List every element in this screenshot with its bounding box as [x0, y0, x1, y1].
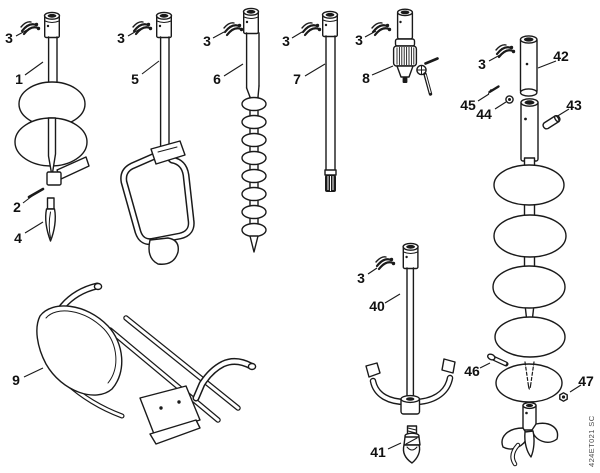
part-label-43: 43	[566, 97, 582, 113]
retainer-clip-drawing	[300, 21, 323, 37]
leader-lines	[15, 28, 582, 450]
part-45-pin-drawing	[488, 85, 500, 94]
part-label-1: 1	[15, 71, 23, 87]
part-label-4: 4	[14, 230, 22, 246]
part-47-nut-drawing	[559, 392, 568, 402]
part-label-46: 46	[464, 363, 480, 379]
part-label-3: 3	[478, 56, 486, 72]
part-44-washer-drawing	[505, 95, 514, 104]
part-label-9: 9	[12, 372, 20, 388]
part-46-bolt-drawing	[486, 353, 509, 367]
part-9-handle-frame-drawing	[36, 282, 257, 445]
retainer-clip-drawings	[19, 20, 517, 271]
part-5-stirrup-attachment-drawing	[120, 11, 195, 265]
retainer-clip-drawing	[131, 20, 154, 36]
retainer-clip-drawing	[374, 255, 397, 271]
part-label-41: 41	[370, 444, 386, 460]
part-1-earth-auger-drawing	[14, 11, 90, 186]
part-2-pin-drawing	[27, 187, 45, 199]
part-label-6: 6	[213, 71, 221, 87]
part-40-anchor-shaft-drawing	[365, 242, 456, 415]
part-label-3: 3	[203, 33, 211, 49]
part-label-2: 2	[13, 199, 21, 215]
part-label-3: 3	[282, 33, 290, 49]
part-label-5: 5	[131, 71, 139, 87]
part-42-sleeve-and-auger-drawing	[492, 35, 567, 403]
part-label-40: 40	[369, 298, 385, 314]
part-label-7: 7	[293, 71, 301, 87]
part-41-tip-drawing	[402, 425, 421, 464]
part-label-3: 3	[5, 30, 13, 46]
part-label-42: 42	[553, 48, 569, 64]
part-label-3: 3	[117, 30, 125, 46]
retainer-clip-drawing	[222, 21, 245, 37]
part-label-47: 47	[578, 373, 594, 389]
part-43-pin-drawing	[542, 115, 561, 130]
part-4-auger-point-drawing	[44, 197, 56, 242]
part-label-3: 3	[357, 270, 365, 286]
retainer-clip-drawing	[370, 21, 393, 37]
part-8-drill-chuck-drawing	[392, 8, 439, 96]
part-label-45: 45	[460, 97, 476, 113]
auger-starter-head-drawing	[501, 401, 559, 467]
plate-code-watermark: 424ET021 SC	[587, 415, 596, 467]
part-label-44: 44	[476, 106, 492, 122]
part-label-3: 3	[355, 32, 363, 48]
part-7-extension-shaft-drawing	[321, 10, 339, 192]
part-6-spiral-drill-drawing	[241, 7, 267, 253]
part-label-8: 8	[362, 70, 370, 86]
